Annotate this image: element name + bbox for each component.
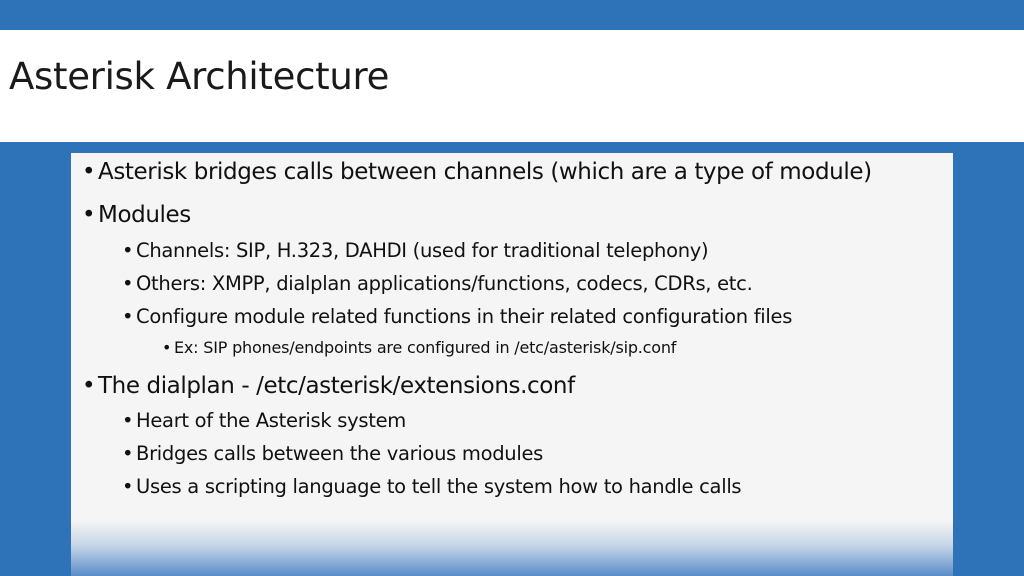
bullet-item: Asterisk bridges calls between channels …	[82, 161, 872, 185]
bullet-item: Channels: SIP, H.323, DAHDI (used for tr…	[122, 241, 709, 261]
bullet-item: Uses a scripting language to tell the sy…	[122, 477, 742, 497]
bullet-item: The dialplan - /etc/asterisk/extensions.…	[82, 375, 575, 399]
bullet-item: Configure module related functions in th…	[122, 307, 792, 327]
panel-bottom-gradient	[71, 520, 953, 576]
bullet-item: Modules	[82, 204, 191, 228]
bullet-item: Bridges calls between the various module…	[122, 444, 543, 464]
bullet-item: Heart of the Asterisk system	[122, 411, 406, 431]
bullet-item: Ex: SIP phones/endpoints are configured …	[162, 340, 676, 357]
bullet-item: Others: XMPP, dialplan applications/func…	[122, 274, 753, 294]
content-panel: Asterisk bridges calls between channels …	[71, 153, 953, 576]
top-accent-band	[0, 0, 1024, 30]
slide-title: Asterisk Architecture	[9, 55, 390, 98]
title-bar	[0, 30, 1024, 142]
